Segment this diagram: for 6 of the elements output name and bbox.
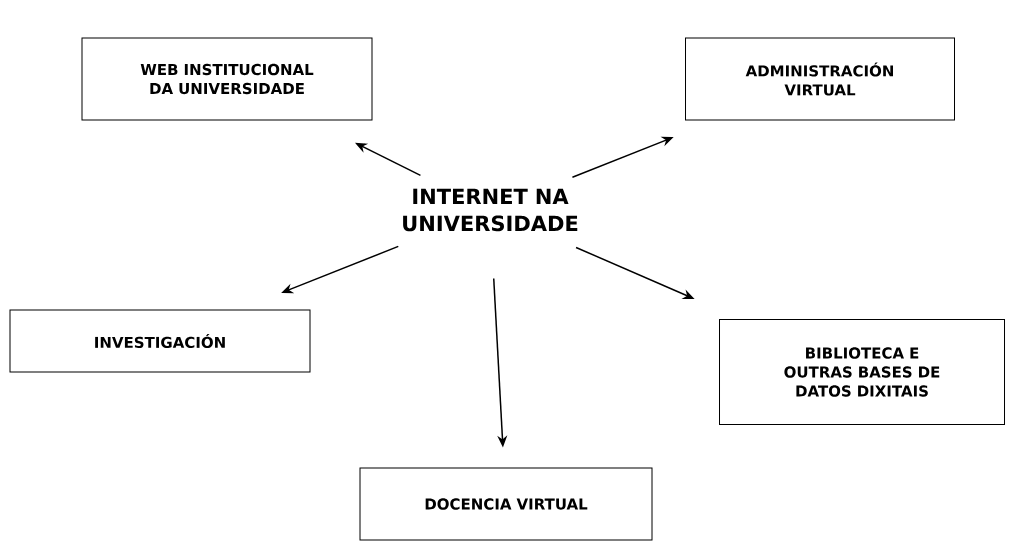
process-box: ADMINISTRACIÓN VIRTUAL [685, 37, 955, 121]
process-box: DOCENCIA VIRTUAL [359, 467, 653, 541]
central-topic: INTERNET NA UNIVERSIDADE [403, 188, 578, 232]
process-box: BIBLIOTECA E OUTRAS BASES DE DATOS DIXITAIS [719, 319, 1005, 425]
process-box: WEB INSTITUCIONAL DA UNIVERSIDADE [81, 37, 373, 121]
process-box: INVESTIGACIÓN [9, 309, 311, 373]
